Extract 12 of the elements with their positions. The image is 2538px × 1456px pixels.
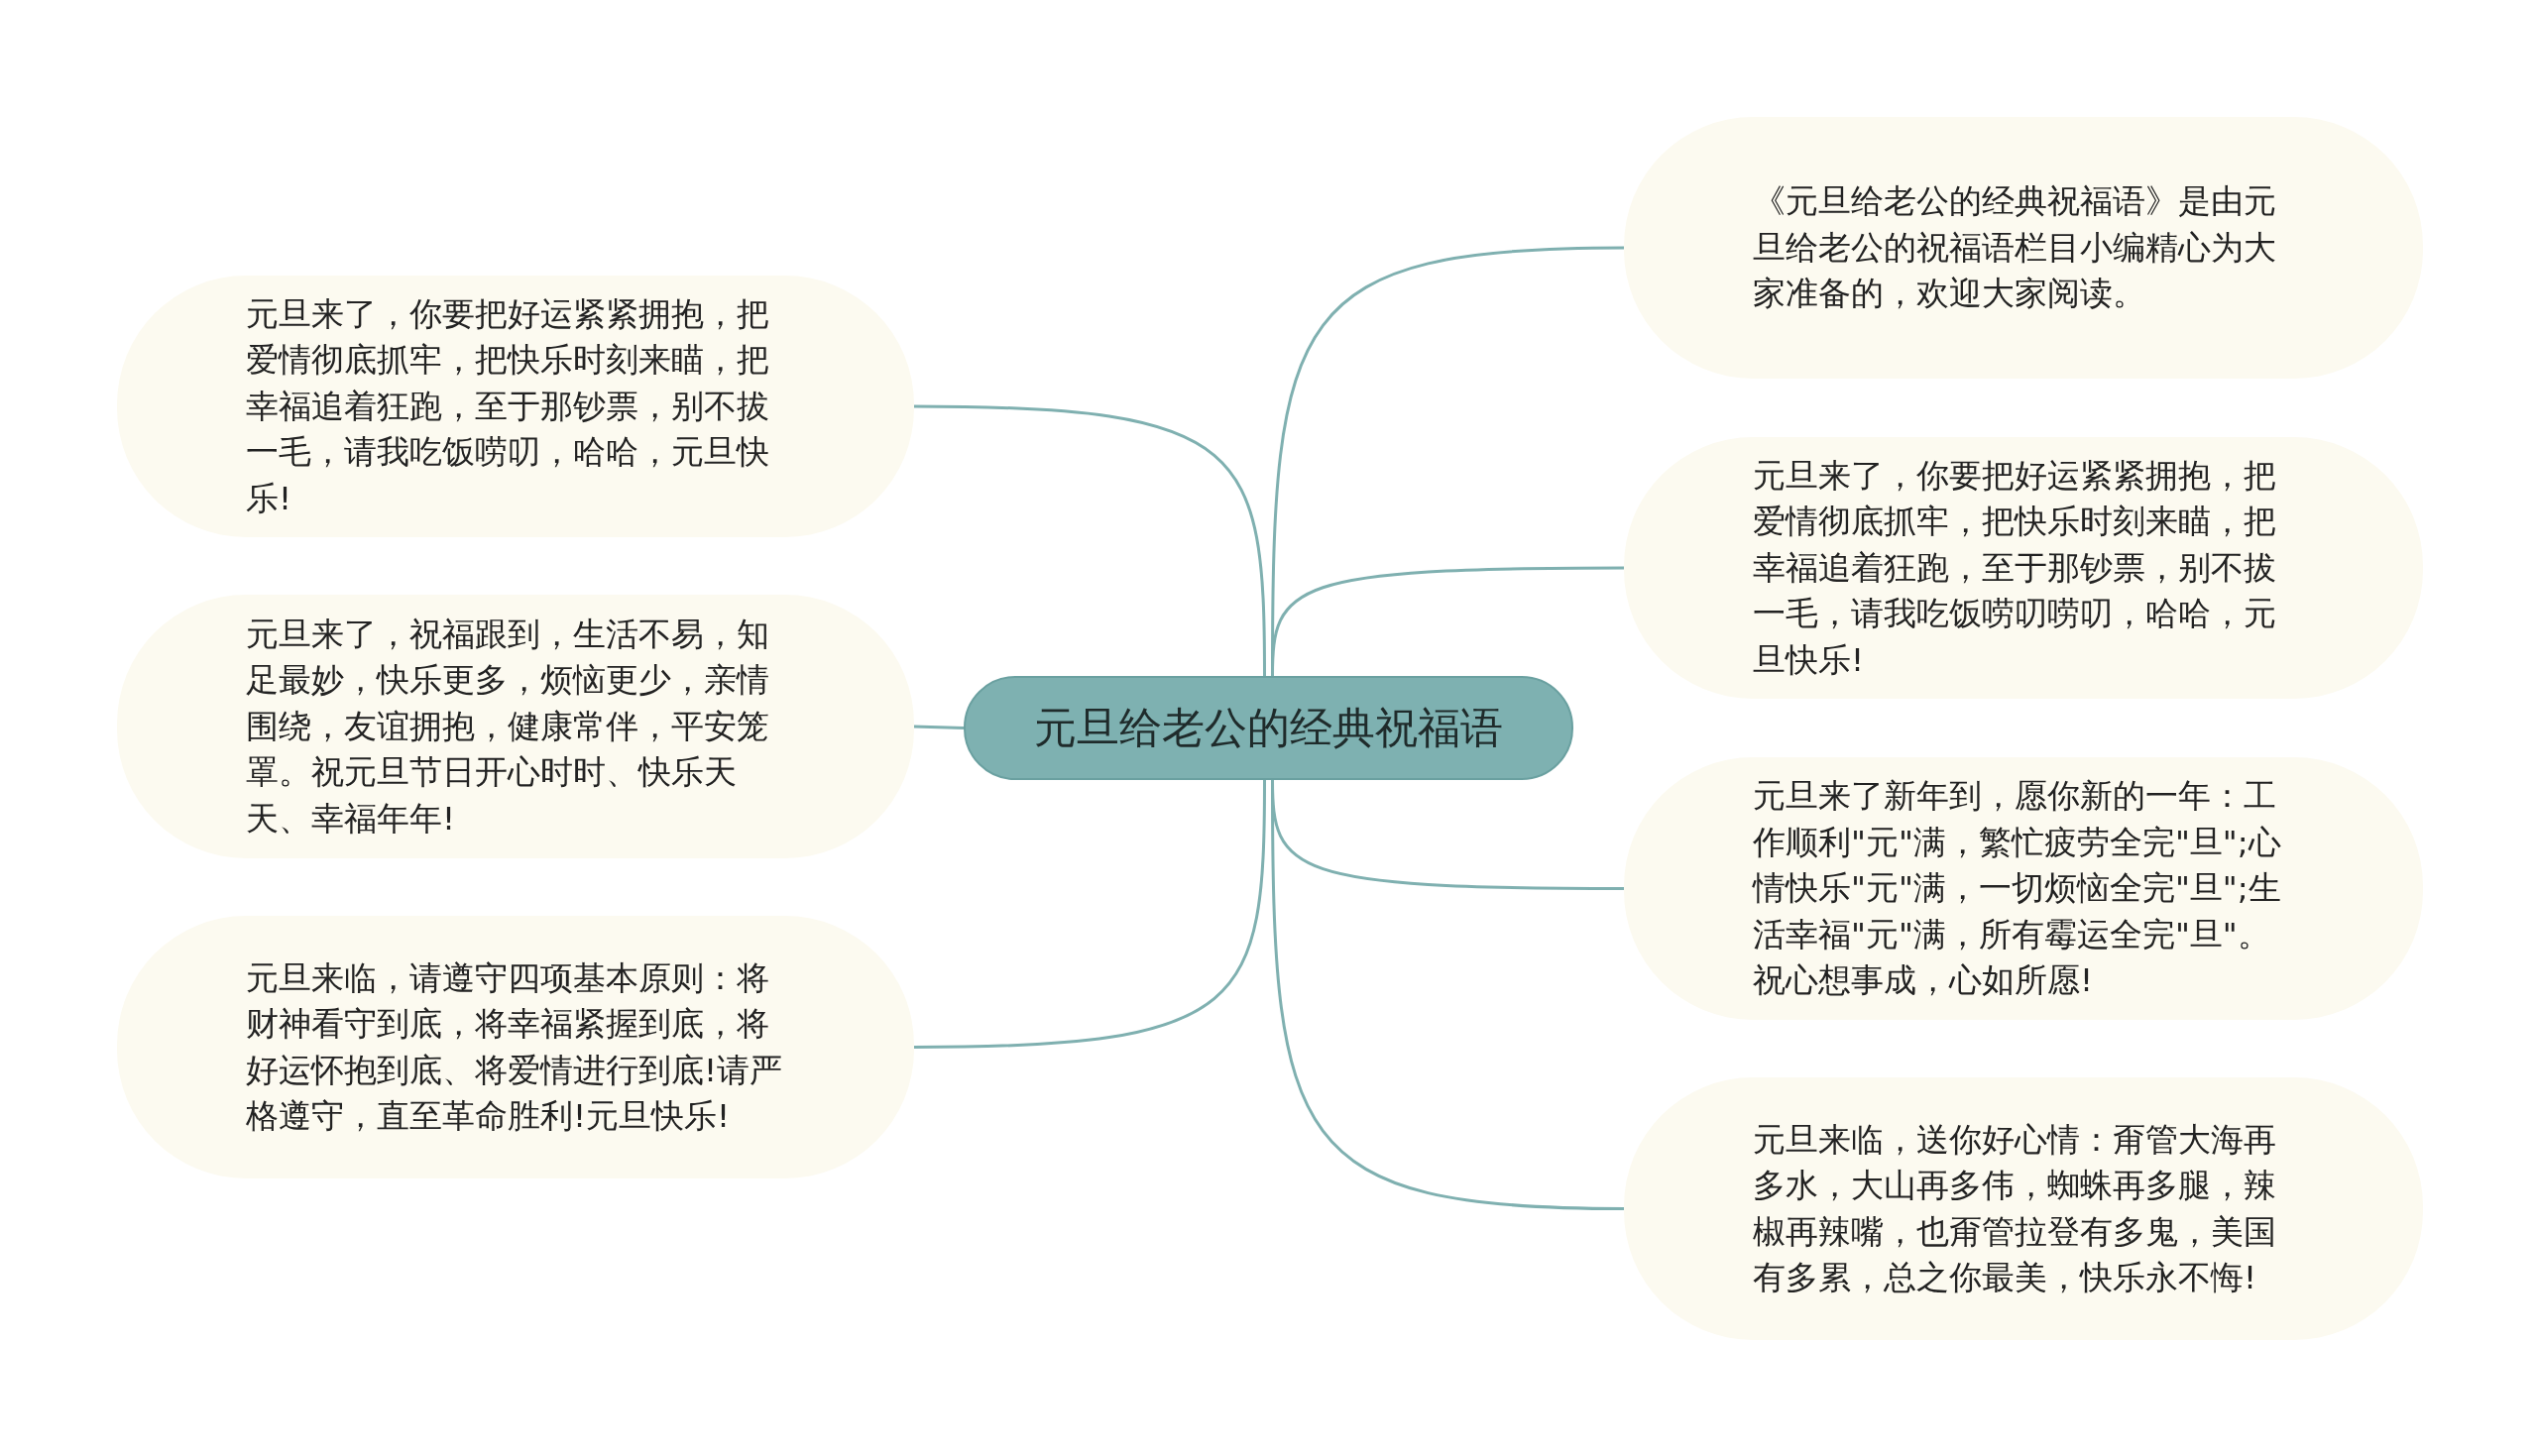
connector-line [1271, 566, 1624, 677]
topic-text: 元旦给老公的经典祝福语 [1034, 701, 1503, 754]
note-text: 元旦来了，你要把好运紧紧拥抱，把爱情彻底抓牢，把快乐时刻来瞄，把幸福追着狂跑，至于那钞票，别不拔一毛，请我吃饭唠叨唠叨，哈哈，元旦快乐! [1753, 455, 2277, 681]
connector-line [914, 780, 1266, 1049]
note-text: 《元旦给老公的经典祝福语》是由元旦给老公的祝福语栏目小编精心为大家准备的，欢迎大家阅读。 [1753, 181, 2277, 315]
note-text: 元旦来了新年到，愿你新的一年：工作顺利"元"满，繁忙疲劳全完"旦";心情快乐"元"满，一切烦恼全完"旦";生活幸福"元"满，所有霉运全完"旦"。祝心想事成，心如所愿! [1753, 776, 2282, 1002]
note-text: 元旦来了，祝福跟到，生活不易，知足最妙，快乐更多，烦恼更少，亲情围绕，友谊拥抱，健康常伴，平安笼罩。祝元旦节日开心时时、快乐天天、幸福年年! [246, 614, 770, 840]
connector-line [913, 725, 965, 729]
note-text: 元旦来了，你要把好运紧紧拥抱，把爱情彻底抓牢，把快乐时刻来瞄，把幸福追着狂跑，至于那钞票，别不拔一毛，请我吃饭唠叨，哈哈，元旦快乐! [246, 293, 770, 519]
note-text: 元旦来临，请遵守四项基本原则：将财神看守到底，将幸福紧握到底，将好运怀抱到底、将爱情进行到底!请严格遵守，直至革命胜利!元旦快乐! [246, 957, 784, 1137]
note-text: 元旦来临，送你好心情：甭管大海再多水，大山再多伟，蜘蛛再多腿，辣椒再辣嘴，也甭管拉登有多鬼，美国有多累，总之你最美，快乐永不悔! [1753, 1119, 2277, 1298]
connector-line [914, 404, 1266, 676]
